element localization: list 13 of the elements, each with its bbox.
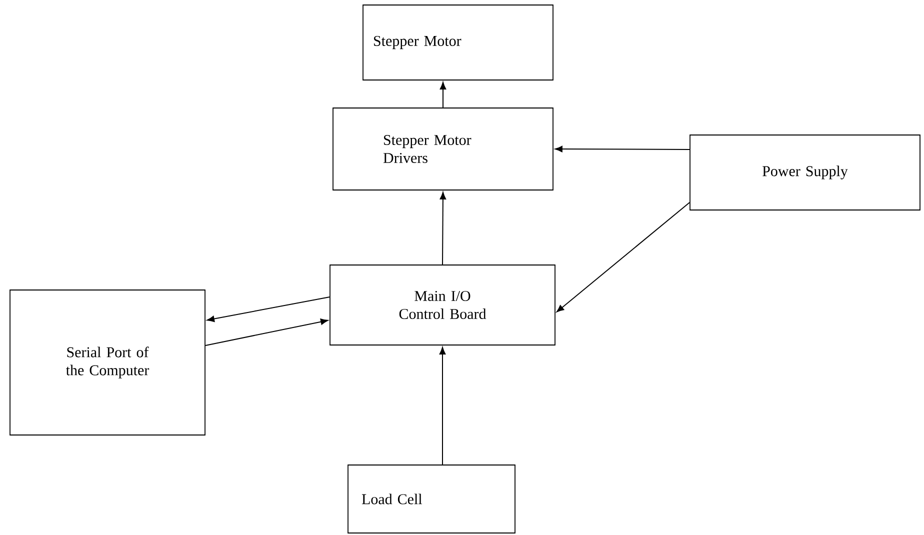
block-box: Stepper Motor — [362, 4, 554, 80]
arrow — [440, 192, 446, 266]
arrow — [206, 296, 330, 322]
block-box: Serial Port of the Computer — [10, 290, 206, 436]
arrow — [439, 346, 446, 466]
block-box: Power Supply — [690, 134, 920, 210]
block-box: Stepper Motor Drivers — [332, 108, 554, 190]
arrow — [556, 202, 690, 312]
arrow — [204, 318, 328, 346]
block-box: Main I/O Control Board — [330, 264, 556, 346]
block-box: Load Cell — [348, 464, 516, 534]
arrow — [554, 146, 690, 152]
arrow — [440, 82, 446, 108]
